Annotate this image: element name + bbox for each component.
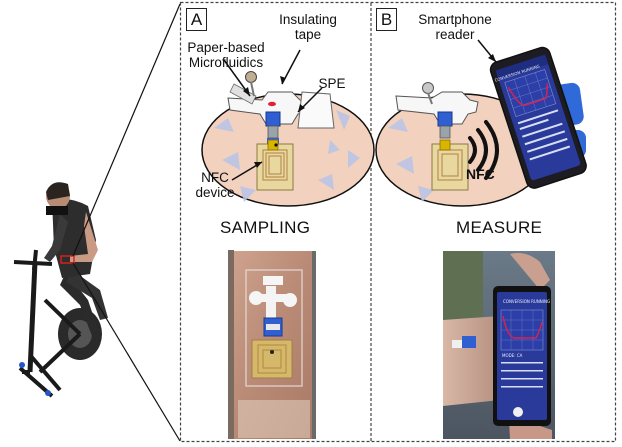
paper-microfluidics-label: Paper-based Microfluidics [187,40,265,70]
panel-a-letter: A [186,8,207,31]
nfc-mark: NFC [466,166,495,182]
measure-title: MEASURE [456,218,543,237]
phone-photo-title: CONVERSION RUNNING [503,299,551,304]
smartphone [489,46,587,189]
measure-photo [443,251,555,439]
sampling-photo [228,250,316,439]
smartphone-reader-label: Smartphone reader [418,12,492,42]
insulating-tape-label: Insulating tape [279,12,337,42]
spe-label: SPE [318,76,346,91]
phone-photo-subtitle: MODE: CA [502,353,523,358]
nfc-device-label: NFC device [195,170,235,200]
panel-b-letter: B [376,8,397,31]
measure-illustration [375,39,587,207]
sampling-illustration [201,49,375,207]
cyclist-photo [13,182,108,398]
nfc-waves-icon [468,120,499,180]
sampling-title: SAMPLING [220,218,311,237]
